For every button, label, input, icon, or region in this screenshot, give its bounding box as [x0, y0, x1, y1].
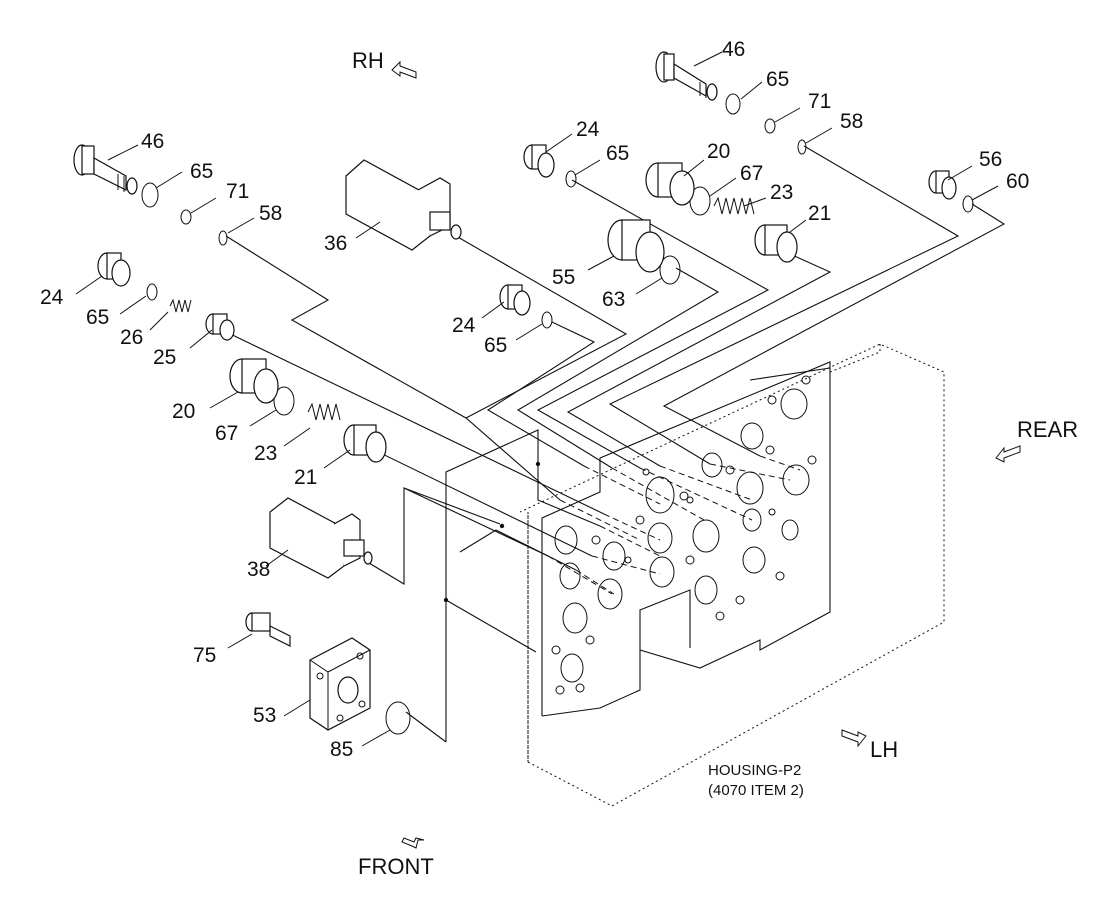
housing-face-plate	[541, 361, 831, 717]
label-21: 21	[808, 202, 831, 225]
label-25: 25	[153, 346, 176, 369]
label-56: 56	[979, 148, 1002, 171]
label-38: 38	[247, 558, 270, 581]
label-23: 23	[770, 181, 793, 204]
label-55: 55	[552, 266, 575, 289]
plugs-20-55	[229, 162, 695, 404]
part-number-labels: 46 65 71 58 24 65 20 67 23 21 56 60 55 6…	[40, 38, 1029, 761]
direction-rh: RH	[352, 48, 384, 73]
label-leaders	[75, 51, 999, 747]
label-46: 46	[722, 38, 745, 61]
label-58: 58	[840, 110, 863, 133]
part-36-solenoid	[345, 159, 462, 251]
part-75-bolt	[245, 612, 291, 647]
direction-front: FRONT	[358, 854, 434, 879]
label-67: 67	[215, 422, 238, 445]
direction-labels: RH REAR LH FRONT	[352, 48, 1078, 879]
label-60: 60	[1006, 170, 1029, 193]
rear-arrow-icon	[995, 445, 1021, 463]
o-rings	[141, 93, 974, 735]
springs-23-26	[169, 196, 755, 421]
label-24: 24	[452, 314, 476, 337]
part-46-left-valve	[73, 144, 138, 195]
label-58: 58	[259, 202, 282, 225]
label-63: 63	[602, 288, 625, 311]
direction-lh: LH	[870, 737, 898, 762]
direction-rear: REAR	[1017, 417, 1078, 442]
label-75: 75	[193, 644, 216, 667]
label-26: 26	[120, 326, 143, 349]
assembly-lines	[217, 145, 1006, 743]
rh-arrow-icon	[391, 60, 417, 79]
label-65: 65	[766, 68, 789, 91]
label-67: 67	[740, 162, 763, 185]
label-65: 65	[190, 160, 213, 183]
label-65: 65	[606, 142, 629, 165]
label-23: 23	[254, 442, 277, 465]
lh-arrow-icon	[841, 729, 867, 748]
label-85: 85	[330, 738, 353, 761]
front-arrow-icon	[401, 837, 425, 849]
label-20: 20	[707, 140, 730, 163]
label-46: 46	[141, 130, 164, 153]
part-53-flange	[309, 637, 371, 731]
label-71: 71	[808, 90, 831, 113]
housing-reference: (4070 ITEM 2)	[708, 782, 804, 799]
part-46-top-valve	[655, 51, 718, 101]
label-24: 24	[40, 286, 64, 309]
label-53: 53	[253, 704, 276, 727]
label-21: 21	[294, 466, 317, 489]
plugs-24-56	[97, 144, 957, 316]
label-65: 65	[86, 306, 109, 329]
label-20: 20	[172, 400, 195, 423]
label-71: 71	[226, 180, 249, 203]
hidden-lines	[547, 455, 801, 595]
housing-name: HOUSING-P2	[708, 762, 801, 779]
label-65: 65	[484, 334, 507, 357]
housing-caption: HOUSING-P2 (4070 ITEM 2)	[708, 762, 804, 799]
label-36: 36	[324, 232, 347, 255]
label-24: 24	[576, 118, 600, 141]
part-38-solenoid	[269, 497, 373, 579]
housing-outline	[519, 343, 945, 807]
spools-21-25	[205, 224, 798, 463]
direction-arrows	[391, 60, 1021, 849]
